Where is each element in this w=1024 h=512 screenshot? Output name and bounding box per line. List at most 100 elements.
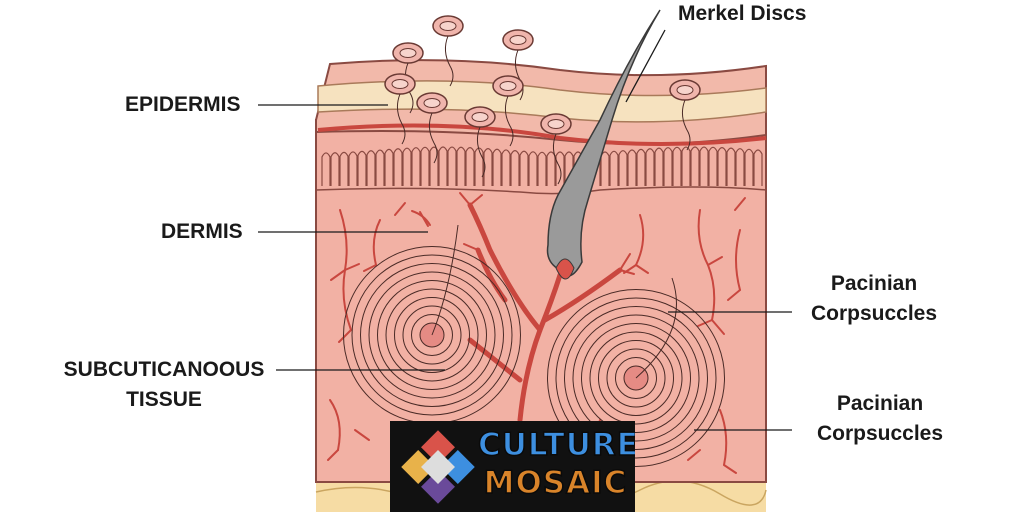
papilla [501, 149, 511, 186]
vessel-trunk [467, 337, 523, 383]
label-pacinian-1: Pacinian Corpsuccles [800, 272, 948, 326]
leader-lines [258, 29, 792, 431]
merkel-discs [384, 15, 701, 185]
label-dermis: DERMIS [161, 220, 243, 243]
vessel-branch [727, 289, 741, 301]
vessel-branch [734, 197, 746, 211]
corpuscle-lamella [402, 305, 462, 365]
papilla [411, 147, 421, 186]
papilla [357, 150, 367, 186]
papilla [672, 146, 682, 186]
papilla [717, 147, 727, 186]
papilla [564, 151, 574, 186]
vessel-branch [687, 449, 701, 461]
corpuscle-lamella [547, 289, 725, 467]
label-pacinian-1-line2: Corpsuccles [810, 302, 938, 325]
papilla [492, 148, 502, 186]
papilla [528, 151, 538, 186]
vessel-branch [719, 409, 728, 466]
corpuscle-lamella [589, 331, 683, 425]
merkel-disc-core [391, 79, 409, 89]
watermark-banner: CULTURE MOSAIC [390, 421, 635, 512]
papilla [636, 148, 646, 186]
corpuscle-lamella [377, 280, 487, 390]
nerve-fiber-right [635, 277, 677, 379]
label-subcutaneous: SUBCUTICANOOUS TISSUE [52, 358, 276, 412]
merkel-disc-core [471, 112, 489, 122]
vessel-branch [354, 429, 370, 441]
corpuscle-lamella [606, 348, 666, 408]
corpuscle-lamella [581, 323, 691, 433]
merkel-disc-core [676, 85, 694, 95]
vessel-branch [330, 269, 346, 281]
corpuscle-lamella [572, 314, 700, 442]
papilla [690, 146, 700, 186]
corpuscle-lamella [598, 340, 674, 416]
pacinian-corpuscle-right [547, 289, 725, 467]
papilla [366, 150, 376, 186]
vessel-branch [707, 256, 723, 266]
merkel-disc-core [423, 98, 441, 108]
papilla [375, 149, 385, 186]
merkel-disc-core [499, 81, 517, 91]
papilla [321, 152, 331, 186]
corpuscle-lamella [615, 357, 657, 399]
papilla [708, 146, 718, 186]
papilla [645, 148, 655, 186]
vessel-branch [363, 264, 377, 272]
papilla [429, 146, 439, 186]
watermark-line1: CULTURE [477, 426, 635, 464]
papilla [681, 146, 691, 186]
papilla [699, 146, 709, 186]
merkel-disc-core [547, 119, 565, 129]
papilla [519, 150, 529, 186]
label-pacinian-1-line1: Pacinian [830, 272, 918, 295]
corpuscle-lamella [564, 306, 708, 450]
label-merkel-discs: Merkel Discs [678, 2, 807, 25]
vessel-branch [469, 194, 483, 206]
papillary-boundary [315, 186, 767, 195]
label-pacinian-2: Pacinian Corpsuccles [806, 392, 954, 446]
merkel-disc-core [509, 35, 527, 45]
label-subcutaneous-line1: SUBCUTICANOOUS [63, 358, 265, 381]
papilla [555, 151, 565, 186]
corpuscle-lamella [555, 297, 717, 459]
basal-layer-line [317, 123, 767, 146]
label-epidermis: EPIDERMIS [125, 93, 241, 116]
pacinian-corpuscle-left [343, 246, 521, 424]
vessel-branch [711, 319, 725, 335]
vessel-branch [635, 264, 649, 274]
vessel-branch [623, 264, 637, 274]
merkel-disc-core [439, 21, 457, 31]
papilla [438, 146, 448, 186]
vessel-branch [327, 449, 339, 461]
vessel-branch [459, 192, 471, 206]
papilla [393, 148, 403, 186]
papilla [735, 148, 745, 186]
papilla [420, 146, 430, 186]
papilla [402, 147, 412, 186]
papilla [330, 152, 340, 186]
vessel-branch [329, 399, 341, 451]
vessel-trunk [467, 202, 543, 333]
label-pacinian-2-line1: Pacinian [836, 392, 924, 415]
papilla [339, 151, 349, 186]
watermark-collage-logo [401, 430, 475, 504]
vessel-branch [372, 219, 381, 266]
vessel-trunk [542, 267, 623, 323]
dermal-papillae [321, 146, 763, 186]
merkel-nerve-ending [396, 93, 406, 145]
vessel-branch [394, 202, 406, 216]
papilla [384, 148, 394, 186]
hair-root [555, 258, 575, 280]
vessel-branch [344, 263, 360, 271]
vessel-branch [411, 210, 431, 226]
vessel-branch [735, 229, 741, 291]
papilla [465, 147, 475, 186]
merkel-nerve-ending [428, 112, 438, 164]
vessel-branch [635, 214, 645, 266]
merkel-nerve-ending [404, 62, 414, 114]
merkel-nerve-ending [504, 95, 514, 147]
papilla [447, 146, 457, 186]
